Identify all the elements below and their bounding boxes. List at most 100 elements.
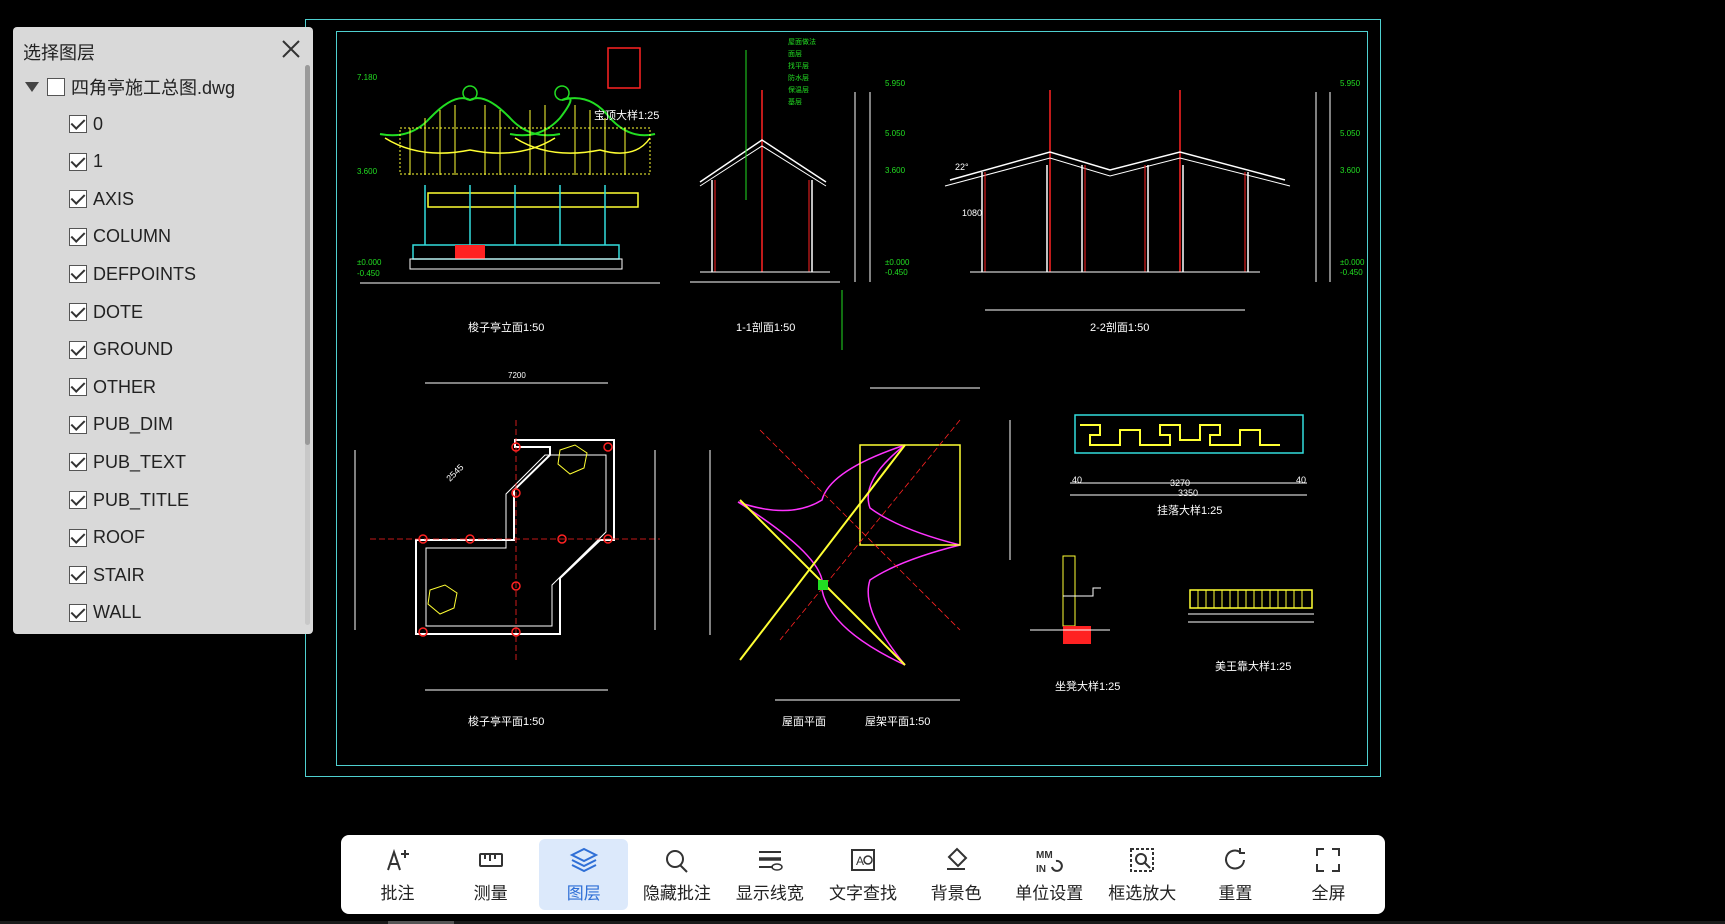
hide-annotation-icon (665, 850, 688, 873)
layer-checkbox[interactable] (69, 415, 87, 434)
svg-text:±0.000: ±0.000 (1340, 258, 1365, 267)
svg-text:2545: 2545 (444, 462, 465, 483)
layer-checkbox[interactable] (69, 303, 87, 321)
layer-row[interactable]: GROUND (69, 336, 173, 364)
tool-annotate[interactable]: 批注 (353, 839, 442, 910)
close-icon[interactable] (277, 35, 305, 63)
layer-row[interactable]: OTHER (69, 373, 156, 401)
svg-text:40: 40 (1296, 475, 1306, 485)
layer-row[interactable]: DOTE (69, 298, 143, 326)
tool-unit-settings[interactable]: MM IN 单位设置 (1005, 839, 1094, 910)
layer-checkbox[interactable] (69, 340, 87, 359)
svg-text:3270: 3270 (1170, 478, 1190, 488)
layer-checkbox[interactable] (69, 190, 87, 209)
line-width-icon (758, 851, 783, 871)
layer-checkbox[interactable] (69, 453, 87, 472)
elevation-view: 7.180 3.600 ±0.000 -0.450 梭子亭立面1:50 宝顶大样… (357, 47, 660, 334)
svg-text:A: A (856, 854, 864, 868)
seat-detail-title: 坐凳大样1:25 (1055, 679, 1120, 693)
panel-title: 选择图层 (23, 43, 95, 63)
annotate-icon (386, 848, 409, 871)
layer-row[interactable]: WALL (69, 599, 141, 627)
tool-label: 文字查找 (829, 884, 898, 903)
railing-detail-title: 美王靠大样1:25 (1215, 659, 1291, 673)
layer-row[interactable]: PUB_TEXT (69, 448, 186, 476)
layer-row[interactable]: 1 (69, 148, 103, 176)
svg-text:IN: IN (1036, 864, 1046, 875)
layer-label: 1 (93, 151, 104, 172)
layer-row[interactable]: COLUMN (69, 223, 171, 251)
tool-label: 图层 (566, 884, 601, 903)
unit-settings-icon: MM IN (1036, 850, 1064, 875)
svg-text:3.600: 3.600 (1340, 166, 1361, 175)
roof-plan-view: 屋面平面 屋架平面1:50 (709, 387, 1011, 728)
tool-layers[interactable]: 图层 (539, 839, 629, 910)
layer-row[interactable]: PUB_DIM (69, 411, 173, 439)
svg-text:5.050: 5.050 (885, 129, 906, 138)
tool-label: 背景色 (930, 884, 982, 903)
tool-measure[interactable]: 测量 (446, 839, 535, 910)
svg-text:-0.450: -0.450 (357, 269, 380, 278)
layer-checkbox[interactable] (69, 528, 87, 547)
layer-checkbox[interactable] (69, 115, 87, 133)
layer-row[interactable]: ROOF (69, 524, 145, 552)
layer-tree-root[interactable]: 四角亭施工总图.dwg (25, 73, 235, 101)
bottom-toolbar: 批注 测量 图层 隐藏批注显示线宽 A 文字查找 背景色 MM IN 单位设置框选放大重置全屏 (341, 835, 1385, 914)
tool-box-zoom[interactable]: 框选放大 (1098, 839, 1187, 910)
svg-text:3.600: 3.600 (885, 166, 906, 175)
layer-row[interactable]: 0 (69, 110, 103, 138)
tool-line-width[interactable]: 显示线宽 (725, 839, 814, 910)
reset-icon (1225, 848, 1246, 870)
svg-text:3350: 3350 (1178, 488, 1198, 498)
tool-reset[interactable]: 重置 (1191, 839, 1280, 910)
tool-label: 测量 (473, 884, 508, 903)
tool-hide-annotation[interactable]: 隐藏批注 (632, 839, 721, 910)
section-2-view: 22° 1080 5.950 5.050 3.600 ±0.000 -0.450… (944, 79, 1365, 334)
measure-icon (478, 853, 503, 867)
svg-text:5.050: 5.050 (1340, 129, 1361, 138)
layer-label: DOTE (93, 301, 144, 322)
svg-text:屋面做法: 屋面做法 (788, 37, 816, 46)
layer-row[interactable]: AXIS (69, 185, 134, 213)
layer-row[interactable]: STAIR (69, 561, 145, 589)
hanging-detail-view: 3270 3350 40 40 挂落大样1:25 (1070, 414, 1307, 517)
paint-bucket-icon (947, 847, 968, 870)
tool-label: 全屏 (1311, 884, 1346, 903)
layer-label: GROUND (93, 339, 173, 360)
layer-checkbox[interactable] (69, 152, 87, 171)
layer-checkbox[interactable] (69, 265, 87, 284)
layer-checkbox[interactable] (69, 227, 87, 246)
layer-checkbox[interactable] (69, 603, 87, 622)
svg-text:-0.450: -0.450 (885, 268, 908, 277)
layer-label: 0 (93, 113, 104, 134)
layer-row[interactable]: DEFPOINTS (69, 260, 196, 288)
svg-text:-0.450: -0.450 (1340, 268, 1363, 277)
frame-plan-title: 屋架平面1:50 (865, 715, 930, 728)
expand-triangle-icon[interactable] (25, 82, 39, 92)
railing-detail-view: 美王靠大样1:25 (1188, 589, 1314, 673)
fullscreen-icon (1316, 848, 1341, 872)
layer-label: OTHER (93, 376, 156, 397)
tool-text-search[interactable]: A 文字查找 (818, 839, 907, 910)
svg-text:3.600: 3.600 (357, 167, 378, 176)
layer-checkbox[interactable] (69, 566, 87, 585)
layer-checkbox[interactable] (69, 491, 87, 509)
svg-text:MM: MM (1036, 850, 1053, 861)
drawing-frame-inner (336, 31, 1368, 766)
tool-label: 批注 (380, 884, 415, 903)
tool-label: 单位设置 (1015, 884, 1084, 903)
plan-view: 7200 2545 梭子亭平面1:50 (354, 371, 660, 728)
root-checkbox[interactable] (47, 78, 65, 96)
layer-checkbox[interactable] (69, 378, 87, 397)
tool-paint-bucket[interactable]: 背景色 (912, 839, 1001, 910)
svg-text:7200: 7200 (508, 371, 526, 380)
layer-label: PUB_TITLE (93, 489, 190, 510)
scrollbar-thumb[interactable] (305, 65, 310, 445)
layer-label: ROOF (93, 527, 145, 548)
tool-fullscreen[interactable]: 全屏 (1284, 839, 1373, 910)
layer-row[interactable]: PUB_TITLE (69, 486, 189, 514)
bottom-bar (0, 921, 1725, 924)
